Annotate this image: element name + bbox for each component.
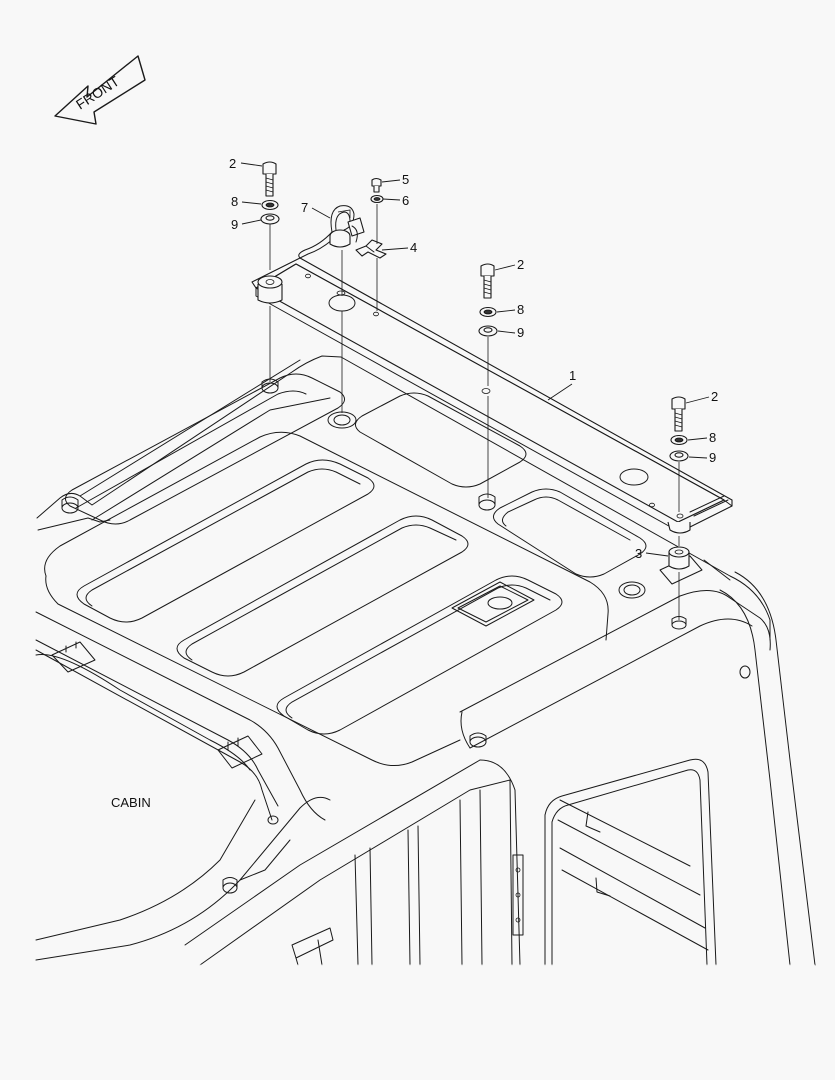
callout-9-middle: 9 — [517, 325, 524, 340]
small-bolt — [371, 177, 382, 193]
callout-9-left: 9 — [231, 217, 238, 232]
callout-5: 5 — [402, 172, 409, 187]
bolt-right — [671, 396, 686, 432]
callout-8-left: 8 — [231, 194, 238, 209]
callout-6: 6 — [402, 193, 409, 208]
callout-2-left: 2 — [229, 156, 236, 171]
cabin-label: CABIN — [111, 795, 151, 810]
lock-washer-right — [670, 434, 688, 446]
callout-7: 7 — [301, 200, 308, 215]
callout-1: 1 — [569, 368, 576, 383]
callout-8-middle: 8 — [517, 302, 524, 317]
callouts: 2 8 9 7 5 6 4 2 8 9 1 2 8 — [229, 156, 718, 561]
bolt-left — [262, 161, 277, 197]
roof-panels — [65, 373, 647, 735]
install-lines — [269, 204, 680, 620]
small-washer — [370, 194, 384, 204]
callout-9-right: 9 — [709, 450, 716, 465]
mounting-bracket — [251, 257, 733, 534]
callout-2-middle: 2 — [517, 257, 524, 272]
bolt-middle — [480, 263, 495, 299]
lock-washer-middle — [479, 306, 497, 318]
flat-washer-middle — [478, 325, 498, 337]
callout-4: 4 — [410, 240, 417, 255]
callout-2-right: 2 — [711, 389, 718, 404]
cable-clip — [355, 239, 387, 259]
flat-washer-right — [669, 450, 689, 462]
lock-washer-left — [261, 199, 279, 211]
spacer — [668, 546, 690, 570]
front-arrow: FRONT — [54, 55, 146, 125]
callout-8-right: 8 — [709, 430, 716, 445]
callout-3: 3 — [635, 546, 642, 561]
flat-washer-left — [260, 213, 280, 225]
cabin-roof — [35, 355, 816, 966]
harness-connector — [298, 205, 365, 259]
